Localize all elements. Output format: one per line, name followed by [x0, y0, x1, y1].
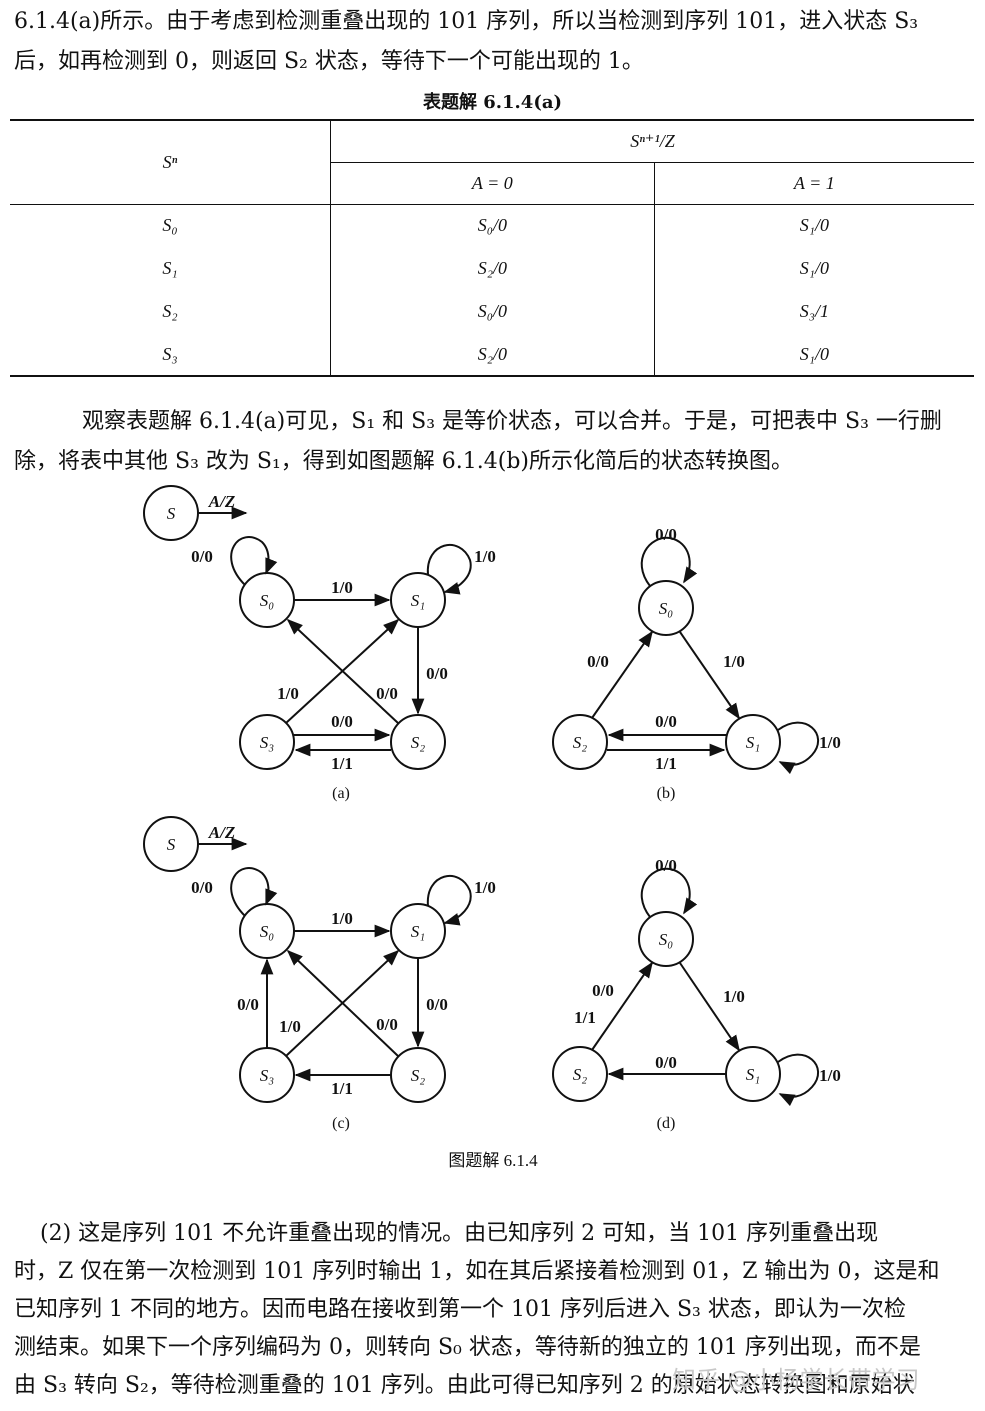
transition-label: 1/1 — [655, 754, 677, 773]
state-label: S₁ — [746, 733, 760, 752]
transition-label: 1/1 — [574, 1008, 596, 1027]
state-node — [390, 714, 446, 770]
cell-a0: S₂/0 — [330, 247, 655, 290]
transition-label: 0/0 — [655, 525, 677, 544]
header-next-state: Sⁿ⁺¹/Z — [330, 120, 974, 163]
diagram-b: S₀ S₂ S₁ 0/0 0/0 1/0 0/0 1/1 1/0 (b) — [552, 525, 841, 802]
diagram-c: S₀ S₁ S₃ S₂ 0/0 1/0 1/0 0/0 0/0 1/0 0/0 … — [191, 867, 496, 1132]
state-label: S₂ — [573, 1065, 588, 1084]
diagram-a: S₀ S₁ S₃ S₂ 0/0 1/0 1/0 0/0 1/0 0/0 — [191, 536, 496, 802]
transition-label: 0/0 — [331, 712, 353, 731]
state-label: S₃ — [260, 733, 275, 752]
diagram-caption: (a) — [332, 785, 350, 802]
table-row: S₀ S₀/0 S₁/0 — [10, 204, 974, 247]
transition-label: 1/0 — [474, 878, 496, 897]
header-a1: A = 1 — [654, 162, 974, 205]
transition-label: 1/1 — [331, 754, 353, 773]
transition-label: 1/0 — [331, 578, 353, 597]
transition-label: 1/0 — [819, 1066, 841, 1085]
state-node — [638, 911, 694, 967]
cell-a1: S₁/0 — [799, 343, 829, 364]
transition-label: 0/0 — [376, 1015, 398, 1034]
legend-bottom: S A/Z — [143, 816, 248, 872]
legend-state-label: S — [167, 835, 176, 854]
state-label: S₁ — [411, 591, 425, 610]
text-line: 观察表题解 6.1.4(a)可见，S₁ 和 S₃ 是等价状态，可以合并。于是，可… — [82, 409, 942, 434]
transition-label: 0/0 — [191, 878, 213, 897]
text-line: 测结束。如果下一个序列编码为 0，则转向 S₀ 状态，等待新的独立的 101 序… — [14, 1335, 921, 1360]
state-node — [638, 580, 694, 636]
text-line: (2) 这是序列 101 不允许重叠出现的情况。由已知序列 2 可知，当 101… — [40, 1221, 879, 1246]
transition-label: 1/0 — [723, 652, 745, 671]
cell-state: S₀ — [10, 204, 331, 247]
text-line: 除，将表中其他 S₃ 改为 S₁，得到如图题解 6.1.4(b)所示化简后的状态… — [14, 449, 793, 474]
transition-label: 1/0 — [279, 1017, 301, 1036]
state-label: S₀ — [659, 930, 674, 949]
state-label: S₂ — [573, 733, 588, 752]
state-label: S₂ — [411, 733, 426, 752]
transition-label: 0/0 — [237, 995, 259, 1014]
state-node — [552, 714, 608, 770]
text-line: 6.1.4(a)所示。由于考虑到检测重叠出现的 101 序列，所以当检测到序列 … — [14, 9, 919, 34]
cell-a0: S₀/0 — [330, 204, 655, 247]
state-diagrams: S A/Z S₀ S₁ S₃ S₂ — [143, 485, 841, 1170]
transition-label: 1/0 — [331, 909, 353, 928]
transition-label: 0/0 — [592, 981, 614, 1000]
state-node — [239, 714, 295, 770]
transition-label: 1/0 — [277, 684, 299, 703]
cell-a1: S₃/1 — [799, 301, 829, 321]
text-line: 由 S₃ 转向 S₂，等待检测重叠的 101 序列。由此可得已知序列 2 的原始… — [14, 1373, 915, 1398]
diagram-caption: (b) — [657, 785, 676, 802]
diagram-d: S₀ S₂ S₁ 0/0 0/0 1/1 1/0 0/0 1/0 (d) — [552, 856, 841, 1132]
text-line: 已知序列 1 不同的地方。因而电路在接收到第一个 101 序列后进入 S₃ 状态… — [14, 1297, 906, 1322]
cell-a0: S₀/0 — [330, 290, 655, 333]
transition-label: 0/0 — [655, 1053, 677, 1072]
legend-io-label: A/Z — [208, 492, 235, 511]
table-row: S₂ S₀/0 S₃/1 — [10, 290, 974, 333]
state-label: S₀ — [659, 599, 674, 618]
table-caption: 表题解 6.1.4(a) — [422, 92, 563, 113]
transition-label: 1/0 — [723, 987, 745, 1006]
diagram-caption: (d) — [657, 1115, 676, 1132]
legend-io-label: A/Z — [208, 823, 235, 842]
text-line: 时，Z 仅在第一次检测到 101 序列时输出 1，如在其后紧接着检测到 01，Z… — [14, 1259, 940, 1284]
state-table: Sⁿ Sⁿ⁺¹/Z A = 0 A = 1 S₀ S₀/0 S₁/0 S₁ S₂… — [10, 119, 974, 377]
header-state: Sⁿ — [10, 120, 331, 205]
legend-state-label: S — [167, 504, 176, 523]
header-a0: A = 0 — [330, 162, 655, 205]
cell-state: S₃ — [10, 333, 331, 376]
state-label: S₂ — [411, 1066, 426, 1085]
state-label: S₁ — [411, 922, 425, 941]
cell-state: S₁ — [10, 247, 331, 290]
transition-label: 0/0 — [376, 684, 398, 703]
text-line: 后，如再检测到 0，则返回 S₂ 状态，等待下一个可能出现的 1。 — [14, 49, 644, 74]
cell-a0: S₂/0 — [330, 333, 655, 376]
transition-label: 1/1 — [331, 1079, 353, 1098]
watermark: 知乎 @小杨学长带学习 — [672, 1366, 920, 1394]
diagram-caption: (c) — [332, 1115, 350, 1132]
cell-a1: S₁/0 — [799, 258, 829, 278]
transition-label: 0/0 — [655, 856, 677, 875]
table-row: S₃ S₂/0 S₁/0 — [10, 333, 974, 376]
transition-label: 0/0 — [587, 652, 609, 671]
figure-caption: 图题解 6.1.4 — [448, 1151, 538, 1170]
transition-label: 0/0 — [426, 664, 448, 683]
cell-state: S₂ — [10, 290, 331, 333]
legend-top: S A/Z — [143, 485, 248, 541]
transition-label: 0/0 — [426, 995, 448, 1014]
state-node — [552, 1046, 608, 1102]
transition-label: 1/0 — [474, 547, 496, 566]
cell-a1: S₁/0 — [799, 215, 829, 236]
table-row: S₁ S₂/0 S₁/0 — [10, 247, 974, 290]
state-node — [725, 714, 781, 770]
transition-label: 1/0 — [819, 733, 841, 752]
state-label: S₃ — [260, 1066, 275, 1085]
state-label: S₀ — [260, 922, 275, 941]
transition-label: 0/0 — [191, 547, 213, 566]
state-label: S₀ — [260, 591, 275, 610]
transition-label: 0/0 — [655, 712, 677, 731]
state-label: S₁ — [746, 1065, 760, 1084]
